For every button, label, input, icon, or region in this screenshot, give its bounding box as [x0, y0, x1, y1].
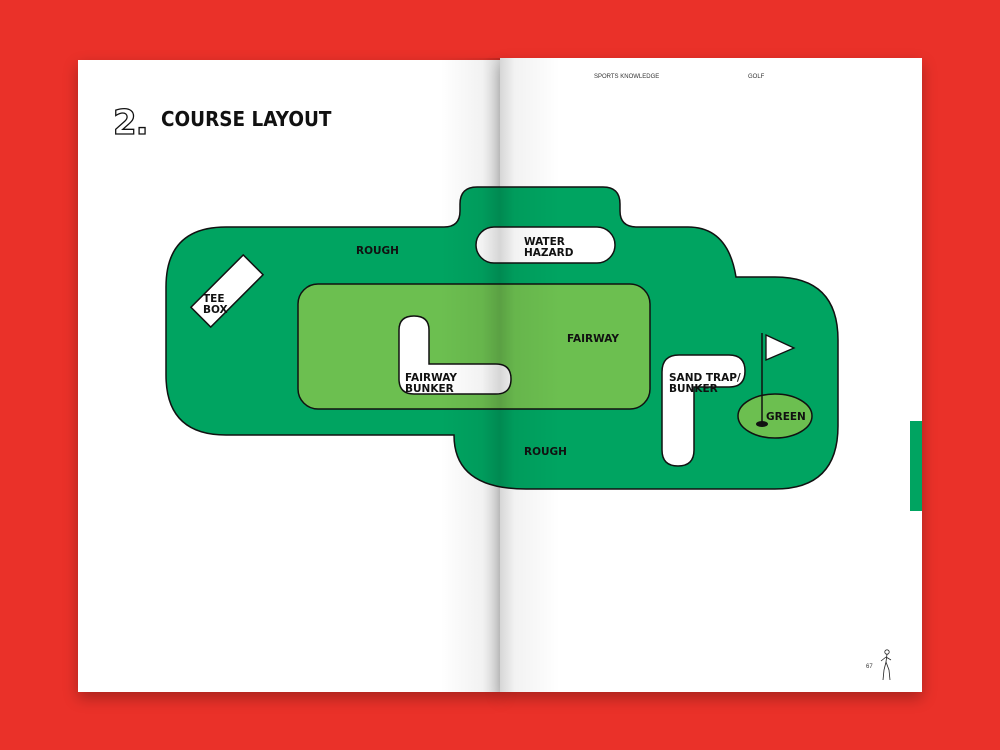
putting-green — [737, 393, 813, 439]
label-rough-bottom: ROUGH — [524, 446, 567, 458]
fairway-bunker — [398, 315, 512, 395]
label-fairway-bunker-line2: BUNKER — [405, 383, 454, 395]
flag-icon — [761, 333, 796, 424]
label-fairway: FAIRWAY — [567, 333, 619, 345]
label-tee-line1: TEE — [203, 293, 225, 305]
page-title: COURSE LAYOUT — [161, 107, 332, 131]
tee-box — [189, 253, 265, 329]
label-rough-top: ROUGH — [356, 245, 399, 257]
section-number: 2. — [112, 103, 149, 143]
section-edge-tab — [910, 421, 922, 511]
label-tee-line2: BOX — [203, 304, 228, 316]
label-fairway-bunker-line1: FAIRWAY — [405, 372, 457, 384]
page-number: 67 — [866, 664, 873, 670]
label-green: GREEN — [766, 411, 806, 423]
label-sand-trap-line1: SAND TRAP/ — [669, 372, 741, 384]
water-hazard — [475, 226, 616, 264]
running-head-left: SPORTS KNOWLEDGE — [594, 74, 660, 80]
sand-trap-bunker — [661, 354, 746, 467]
running-head-right: GOLF — [748, 74, 765, 80]
golfer-icon — [880, 649, 892, 681]
label-water-line2: HAZARD — [524, 247, 574, 259]
fairway-area — [297, 283, 651, 410]
label-sand-trap-line2: BUNKER — [669, 383, 718, 395]
label-water-line1: WATER — [524, 236, 565, 248]
